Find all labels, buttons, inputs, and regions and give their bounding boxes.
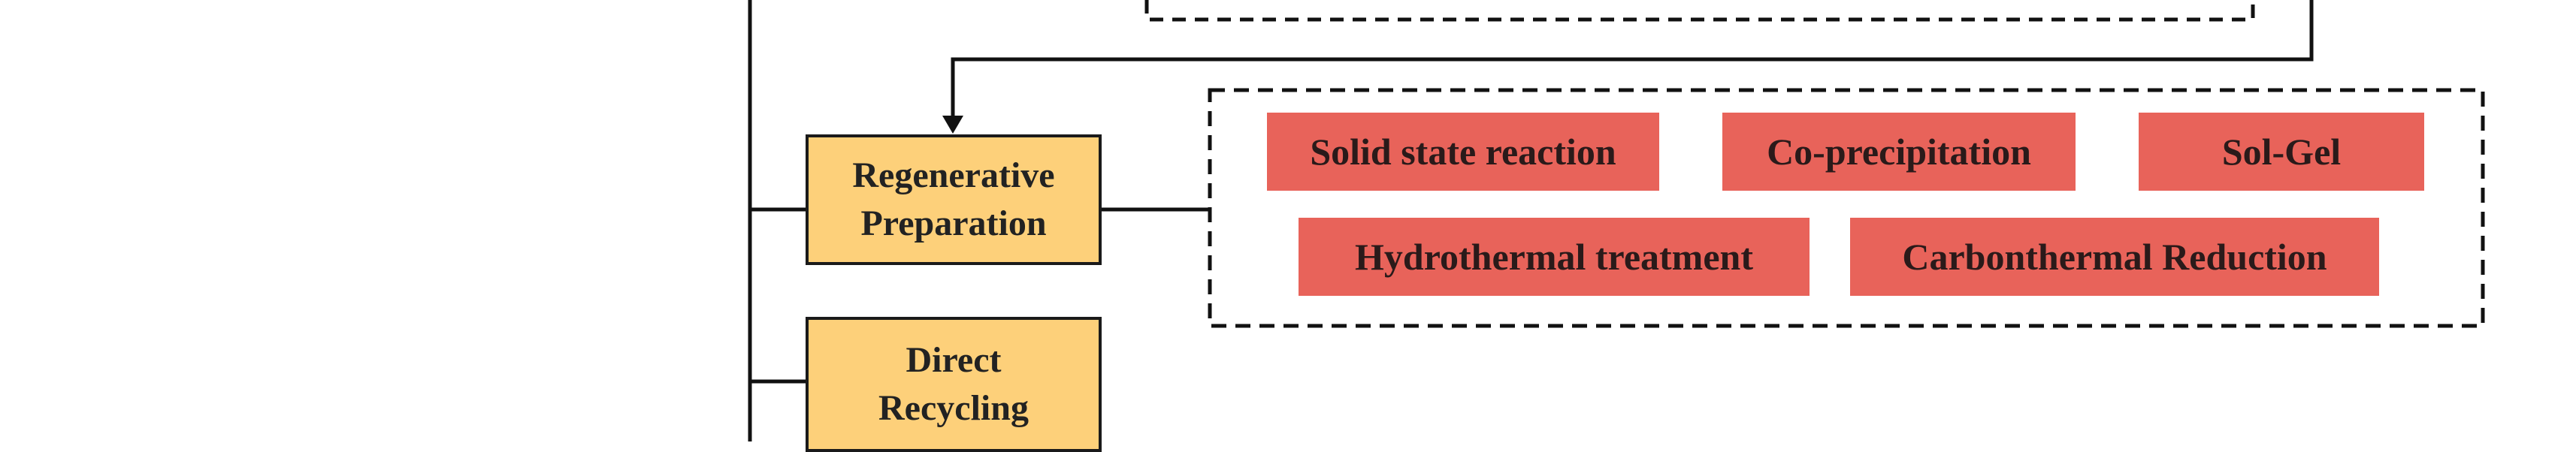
step-label: Regenerative Preparation — [852, 155, 1055, 243]
feedback-arrowhead — [942, 116, 963, 134]
method-label: Solid state reaction — [1310, 131, 1616, 173]
method-sol-gel: Sol-Gel — [2139, 113, 2424, 191]
method-co-precipitation: Co-precipitation — [1722, 113, 2076, 191]
method-solid-state-reaction: Solid state reaction — [1267, 113, 1659, 191]
step-direct-recycling: Direct Recycling — [806, 317, 1102, 452]
method-carbonthermal-reduction: Carbonthermal Reduction — [1850, 218, 2379, 296]
feedback-arrow-line — [951, 0, 2314, 120]
step-label: Direct Recycling — [878, 340, 1029, 428]
method-label: Hydrothermal treatment — [1355, 236, 1753, 278]
connector-lines — [748, 0, 2485, 441]
step-regenerative-preparation: Regenerative Preparation — [806, 134, 1102, 265]
method-label: Co-precipitation — [1767, 131, 2031, 173]
method-hydrothermal-treatment: Hydrothermal treatment — [1299, 218, 1810, 296]
upper-method-group-border — [1144, 0, 2255, 22]
method-group-border — [1208, 88, 2485, 328]
flow-diagram: Regenerative Preparation Direct Recyclin… — [748, 0, 2485, 452]
method-label: Carbonthermal Reduction — [1902, 236, 2327, 278]
method-label: Sol-Gel — [2221, 131, 2342, 173]
